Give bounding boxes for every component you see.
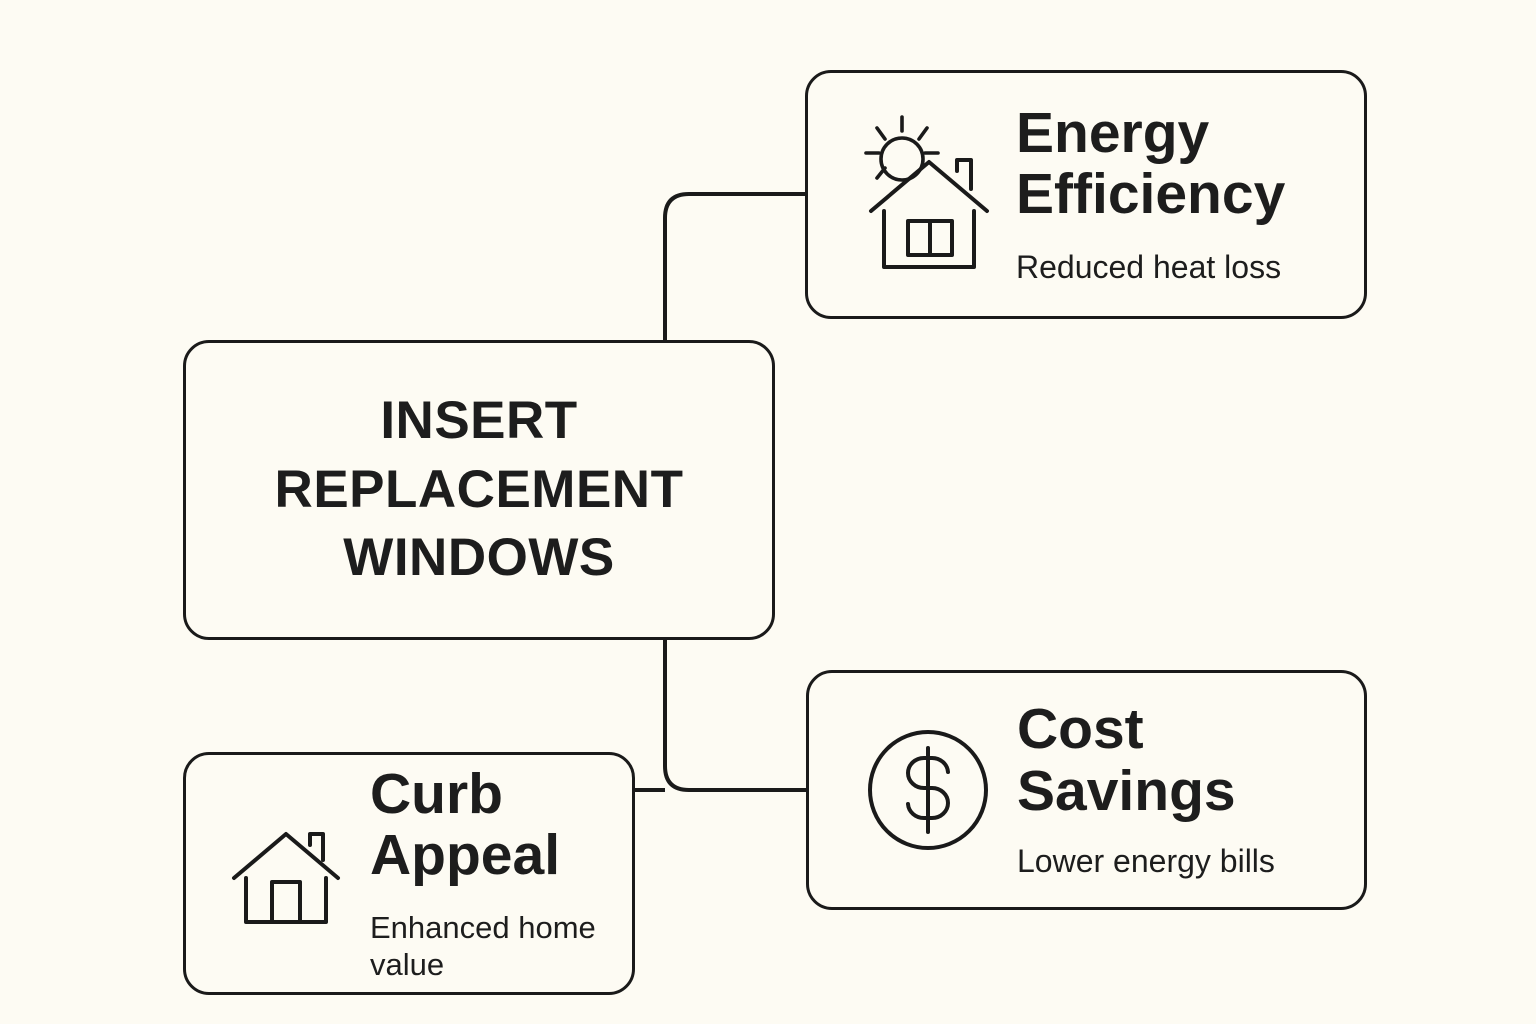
curb-appeal-subtitle: Enhanced home value [370,909,596,983]
curb-appeal-icon-wrap [222,816,352,932]
cost-savings-subtitle: Lower energy bills [1017,843,1275,880]
branch-node-energy-efficiency[interactable]: Energy Efficiency Reduced heat loss [805,70,1367,319]
energy-efficiency-subtitle: Reduced heat loss [1016,248,1282,285]
energy-efficiency-title: Energy Efficiency [1016,100,1286,227]
connector-to-energy [663,192,805,340]
branch-node-cost-savings[interactable]: Cost Savings Lower energy bills [806,670,1367,910]
energy-efficiency-text-wrap: Energy Efficiency Reduced heat loss [1002,100,1338,286]
cost-savings-icon-wrap [853,726,1003,854]
dollar-circle-icon [868,730,988,850]
branch-node-curb-appeal[interactable]: Curb Appeal Enhanced home value [183,752,635,995]
house-icon [232,831,340,924]
curb-appeal-text-wrap: Curb Appeal Enhanced home value [352,761,608,983]
central-node[interactable]: INSERT REPLACEMENT WINDOWS [183,340,775,640]
house-with-sun-icon [864,114,989,269]
connector-to-cost [663,638,806,792]
cost-savings-text-wrap: Cost Savings Lower energy bills [1003,697,1338,880]
central-node-title: INSERT REPLACEMENT WINDOWS [274,390,684,588]
cost-savings-title: Cost Savings [1017,697,1236,823]
curb-appeal-title: Curb Appeal [370,761,561,888]
energy-efficiency-icon-wrap [852,114,1002,275]
